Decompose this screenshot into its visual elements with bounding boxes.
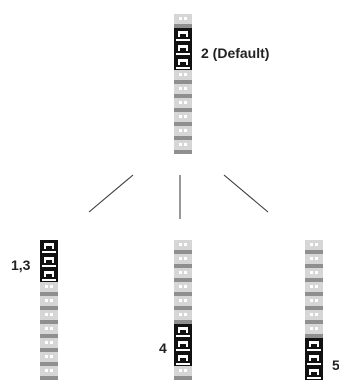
empty-slot xyxy=(174,366,192,380)
empty-slot xyxy=(305,268,323,282)
empty-slot xyxy=(305,282,323,296)
strip-bottom-right xyxy=(305,240,323,380)
label-top-default: 2 (Default) xyxy=(201,45,270,61)
empty-slot xyxy=(305,310,323,324)
empty-slot xyxy=(174,268,192,282)
empty-slot xyxy=(174,126,192,140)
empty-slot xyxy=(305,240,323,254)
active-slot xyxy=(174,28,192,42)
empty-slot xyxy=(305,254,323,268)
empty-slot xyxy=(40,338,58,352)
branch-line-right xyxy=(223,174,269,213)
strip-bottom-left xyxy=(40,240,58,380)
active-slot xyxy=(305,352,323,366)
label-bottom-middle: 4 xyxy=(159,340,167,356)
active-slot xyxy=(174,352,192,366)
active-slot xyxy=(40,254,58,268)
active-slot xyxy=(305,366,323,380)
empty-slot xyxy=(174,112,192,126)
empty-slot xyxy=(40,296,58,310)
empty-slot xyxy=(174,282,192,296)
active-slot xyxy=(305,338,323,352)
empty-slot xyxy=(174,254,192,268)
branch-line-left xyxy=(88,174,134,213)
active-slot xyxy=(174,42,192,56)
active-slot xyxy=(174,338,192,352)
empty-slot xyxy=(174,70,192,84)
empty-slot xyxy=(305,324,323,338)
empty-slot xyxy=(305,296,323,310)
empty-slot xyxy=(174,14,192,28)
empty-slot xyxy=(40,352,58,366)
label-bottom-right: 5 xyxy=(332,357,339,373)
active-slot xyxy=(40,240,58,254)
active-slot xyxy=(174,56,192,70)
empty-slot xyxy=(40,324,58,338)
empty-slot xyxy=(174,310,192,324)
active-slot xyxy=(174,324,192,338)
strip-top xyxy=(174,14,192,154)
empty-slot xyxy=(174,296,192,310)
active-slot xyxy=(40,268,58,282)
empty-slot xyxy=(174,240,192,254)
label-bottom-left: 1,3 xyxy=(11,257,31,273)
strip-bottom-middle xyxy=(174,240,192,380)
empty-slot xyxy=(174,98,192,112)
empty-slot xyxy=(174,84,192,98)
empty-slot xyxy=(40,310,58,324)
empty-slot xyxy=(40,366,58,380)
empty-slot xyxy=(40,282,58,296)
empty-slot xyxy=(174,140,192,154)
